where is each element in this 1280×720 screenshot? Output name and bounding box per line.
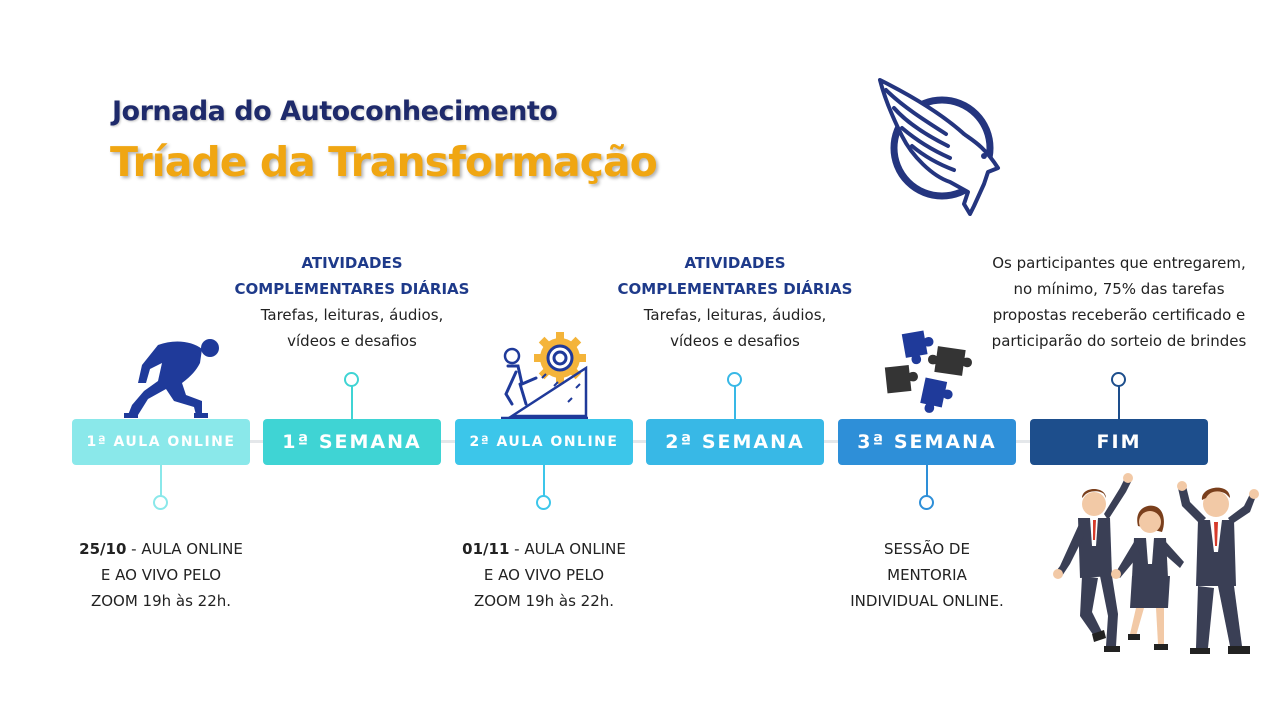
class-line: ZOOM 19h às 22h. [90,592,232,610]
connector-stem [1118,386,1120,419]
timeline-step-1: 1ª AULA ONLINE [72,419,250,465]
activities-heading: ATIVIDADES [684,254,786,272]
activities-heading: COMPLEMENTARES DIÁRIAS [234,280,470,298]
certificate-note: Os participantes que entregarem, no míni… [976,250,1262,354]
timeline-step-label: 3ª SEMANA [857,431,997,453]
certificate-line: participarão do sorteio de brindes [991,332,1247,350]
certificate-line: Os participantes que entregarem, [992,254,1246,272]
mentoring-line: INDIVIDUAL ONLINE. [850,592,1004,610]
class-line: ZOOM 19h às 22h. [473,592,615,610]
certificate-line: propostas receberão certificado e [992,306,1246,324]
timeline-step-6: FIM [1030,419,1208,465]
class-line: E AO VIVO PELO [483,566,605,584]
connector-stem [926,465,928,498]
eagle-logo-icon [878,78,1000,216]
timeline-step-3: 2ª AULA ONLINE [455,419,633,465]
mentoring-line: SESSÃO DE [884,540,970,558]
connector-dot [727,372,742,387]
runner-icon [124,339,219,418]
connector-stem [734,386,736,419]
activities-line: vídeos e desafios [287,332,417,350]
connector-dot [1111,372,1126,387]
timeline-step-label: 1ª SEMANA [282,431,422,453]
celebrating-people-icon [1053,473,1259,654]
class-date: 25/10 [79,540,127,558]
timeline-step-label: 2ª AULA ONLINE [469,434,619,450]
page-title: Jornada do Autoconhecimento [112,96,558,127]
connector-stem [543,465,545,498]
class-date: 01/11 [462,540,510,558]
mentoring-note: SESSÃO DE MENTORIA INDIVIDUAL ONLINE. [822,536,1032,614]
connector-dot [344,372,359,387]
page-subtitle: Tríade da Transformação [110,138,658,186]
activities-line: Tarefas, leituras, áudios, [260,306,444,324]
activities-note-2: ATIVIDADES COMPLEMENTARES DIÁRIAS Tarefa… [605,250,865,354]
timeline-step-5: 3ª SEMANA [838,419,1016,465]
timeline-step-label: 2ª SEMANA [665,431,805,453]
timeline-line [72,440,1208,443]
class-note-2: 01/11 - AULA ONLINE E AO VIVO PELO ZOOM … [439,536,649,614]
activities-heading: COMPLEMENTARES DIÁRIAS [617,280,853,298]
climbing-gear-icon [501,332,588,420]
class-note-1: 25/10 - AULA ONLINE E AO VIVO PELO ZOOM … [56,536,266,614]
class-line: - AULA ONLINE [126,540,243,558]
puzzle-icon [884,330,972,413]
certificate-line: no mínimo, 75% das tarefas [1013,280,1225,298]
activities-heading: ATIVIDADES [301,254,403,272]
connector-stem [351,386,353,419]
class-line: - AULA ONLINE [509,540,626,558]
timeline-step-4: 2ª SEMANA [646,419,824,465]
connector-stem [160,465,162,498]
activities-line: Tarefas, leituras, áudios, [643,306,827,324]
connector-dot [153,495,168,510]
timeline-step-label: 1ª AULA ONLINE [86,434,236,450]
timeline-step-2: 1ª SEMANA [263,419,441,465]
activities-line: vídeos e desafios [670,332,800,350]
connector-dot [536,495,551,510]
activities-note-1: ATIVIDADES COMPLEMENTARES DIÁRIAS Tarefa… [222,250,482,354]
connector-dot [919,495,934,510]
timeline-step-label: FIM [1096,431,1142,453]
class-line: E AO VIVO PELO [100,566,222,584]
mentoring-line: MENTORIA [887,566,967,584]
